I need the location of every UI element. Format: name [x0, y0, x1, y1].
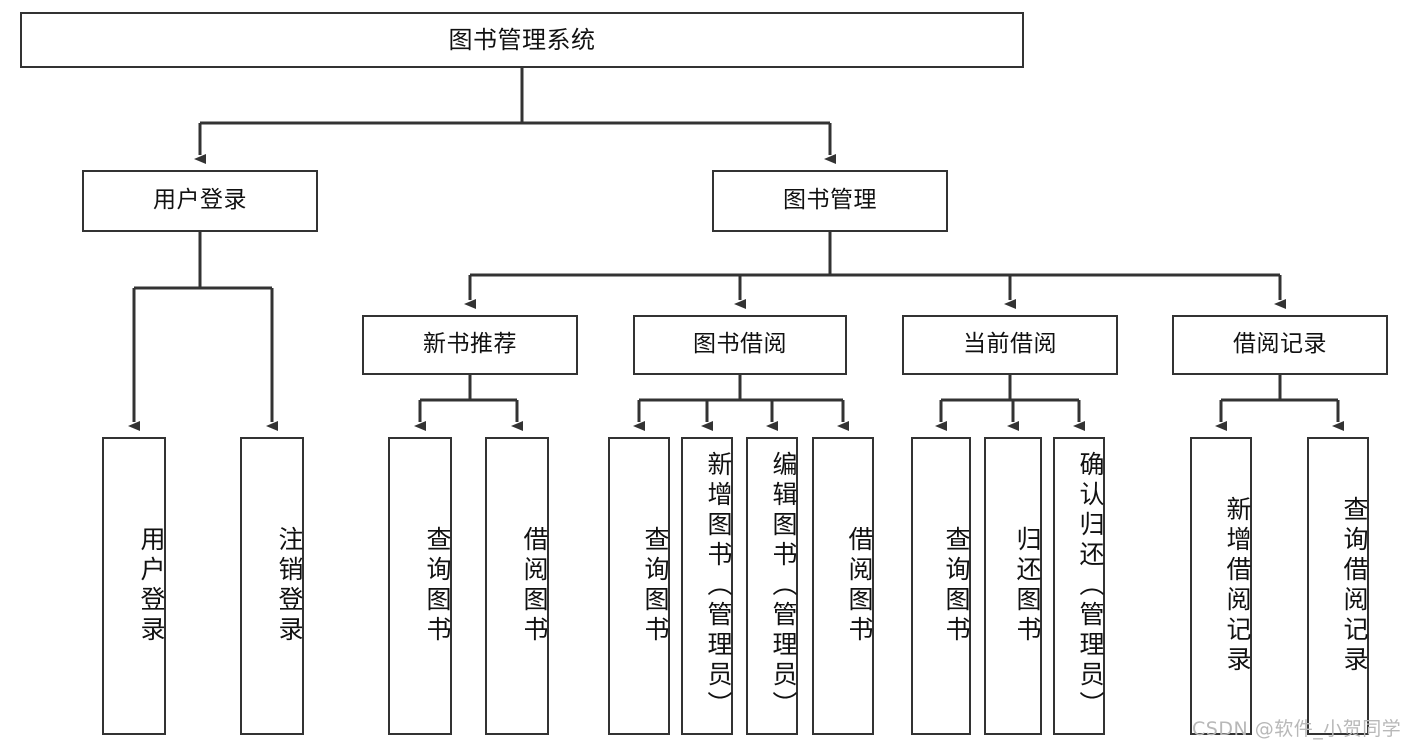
node-leaf-query-book-borrow[interactable]: 查询图书: [608, 437, 670, 735]
node-new-book-recommend[interactable]: 新书推荐: [362, 315, 578, 375]
node-leaf-query-book-recommend[interactable]: 查询图书: [388, 437, 452, 735]
node-leaf-logout[interactable]: 注销登录: [240, 437, 304, 735]
node-leaf-add-book-admin[interactable]: 新增图书（管理员）: [681, 437, 733, 735]
node-leaf-borrow-book[interactable]: 借阅图书: [812, 437, 874, 735]
csdn-watermark: CSDN @软件_小贺同学: [1192, 718, 1402, 740]
node-borrow-record[interactable]: 借阅记录: [1172, 315, 1388, 375]
node-user-login[interactable]: 用户登录: [82, 170, 318, 232]
node-book-borrow[interactable]: 图书借阅: [633, 315, 847, 375]
node-root-book-management-system[interactable]: 图书管理系统: [20, 12, 1024, 68]
node-leaf-query-book-current[interactable]: 查询图书: [911, 437, 971, 735]
node-leaf-add-borrow-record[interactable]: 新增借阅记录: [1190, 437, 1252, 735]
node-leaf-borrow-book-recommend[interactable]: 借阅图书: [485, 437, 549, 735]
node-leaf-confirm-return-admin[interactable]: 确认归还（管理员）: [1053, 437, 1105, 735]
node-leaf-edit-book-admin[interactable]: 编辑图书（管理员）: [746, 437, 798, 735]
node-leaf-query-borrow-record[interactable]: 查询借阅记录: [1307, 437, 1369, 735]
node-current-borrow[interactable]: 当前借阅: [902, 315, 1118, 375]
node-leaf-return-book[interactable]: 归还图书: [984, 437, 1042, 735]
node-book-management[interactable]: 图书管理: [712, 170, 948, 232]
node-leaf-user-login[interactable]: 用户登录: [102, 437, 166, 735]
